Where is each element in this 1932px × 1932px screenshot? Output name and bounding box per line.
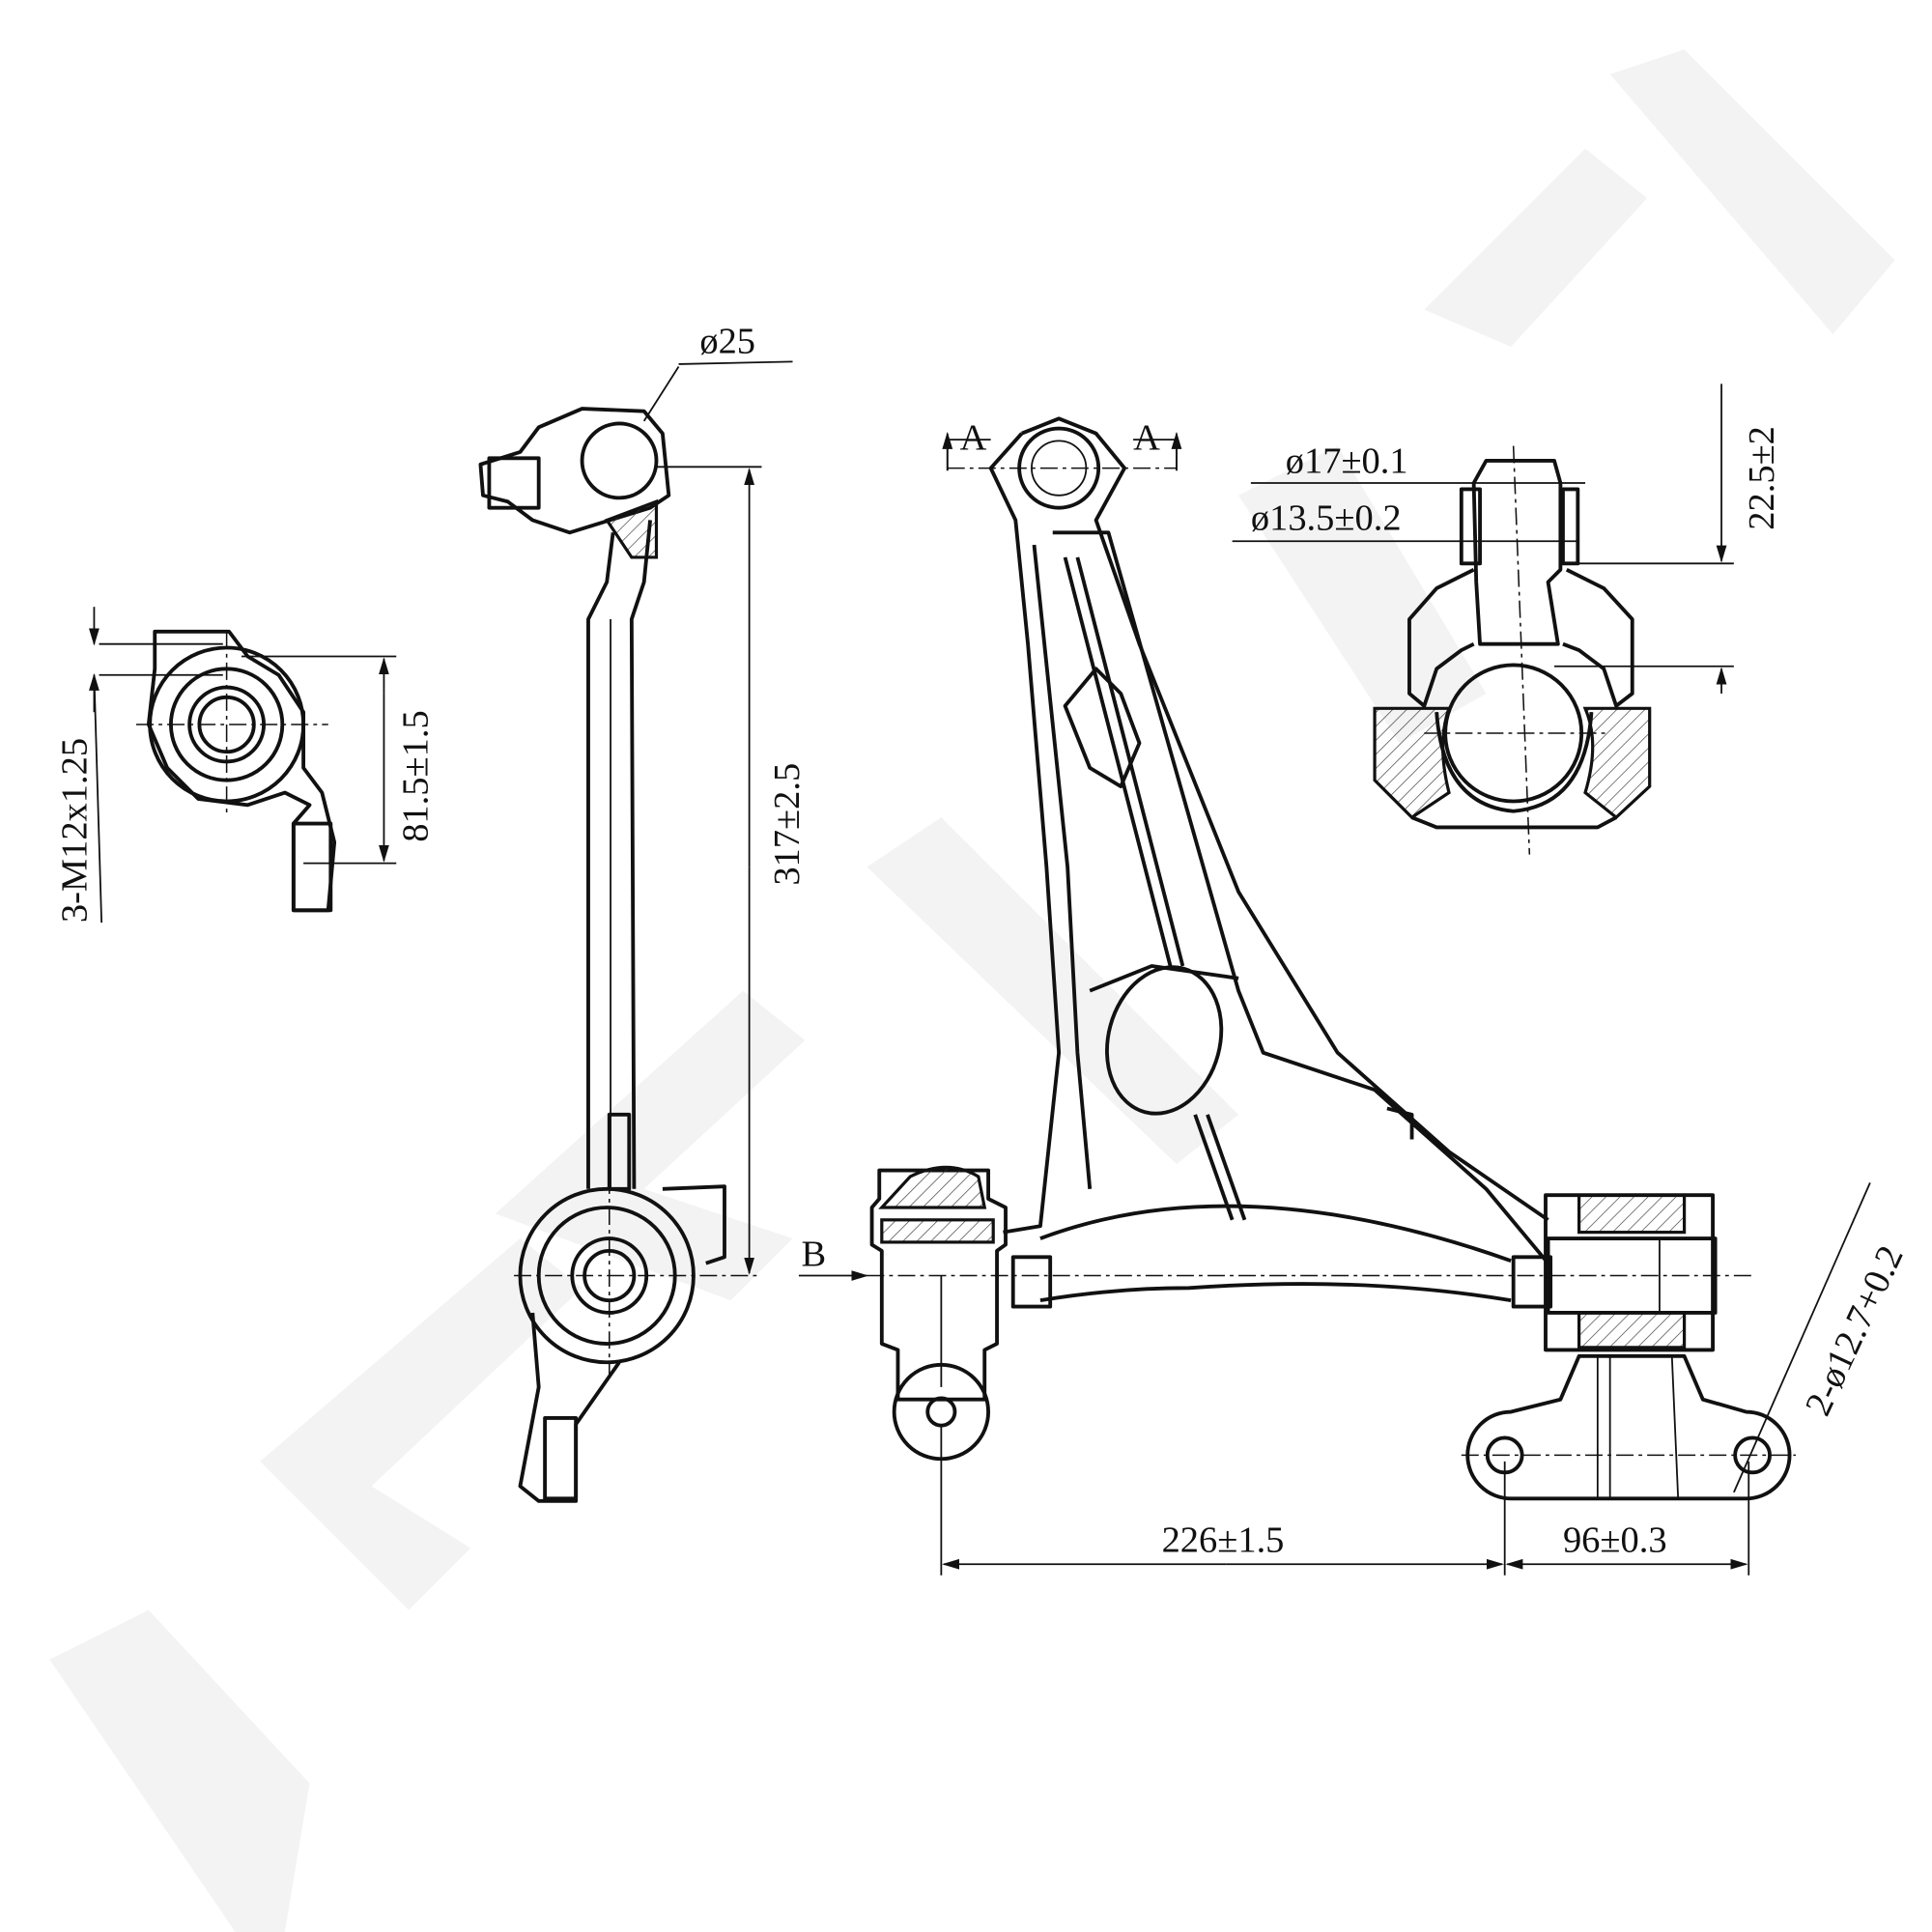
mount-spacing-front-label: 226±1.5 [1162, 1520, 1285, 1560]
thread-spec-label: 3-M12x1.25 [55, 738, 96, 923]
bushing-side-view [89, 607, 397, 923]
section-marker-a-left: A [960, 417, 987, 458]
section-marker-b: B [801, 1234, 826, 1274]
section-marker-a-right: A [1133, 417, 1160, 458]
stud-height-label: 22.5±2 [1742, 426, 1782, 530]
mount-spacing-rear-label: 96±0.3 [1563, 1520, 1667, 1560]
stud-minor-diameter-label: ø13.5±0.2 [1251, 498, 1402, 539]
bushing-offset-label: 81.5±1.5 [395, 710, 436, 841]
ball-joint-section-view [1232, 384, 1734, 855]
mount-hole-diameter-label: 2-ø12.7+0.2 [1798, 1239, 1912, 1421]
link-length-label: 317±2.5 [767, 763, 808, 886]
stud-major-diameter-label: ø17±0.1 [1286, 441, 1408, 482]
arm-side-view [478, 360, 793, 1503]
control-arm-top-view [798, 416, 1871, 1576]
watermark [49, 49, 1895, 1932]
ball-stud-diameter-label: ø25 [699, 321, 755, 361]
